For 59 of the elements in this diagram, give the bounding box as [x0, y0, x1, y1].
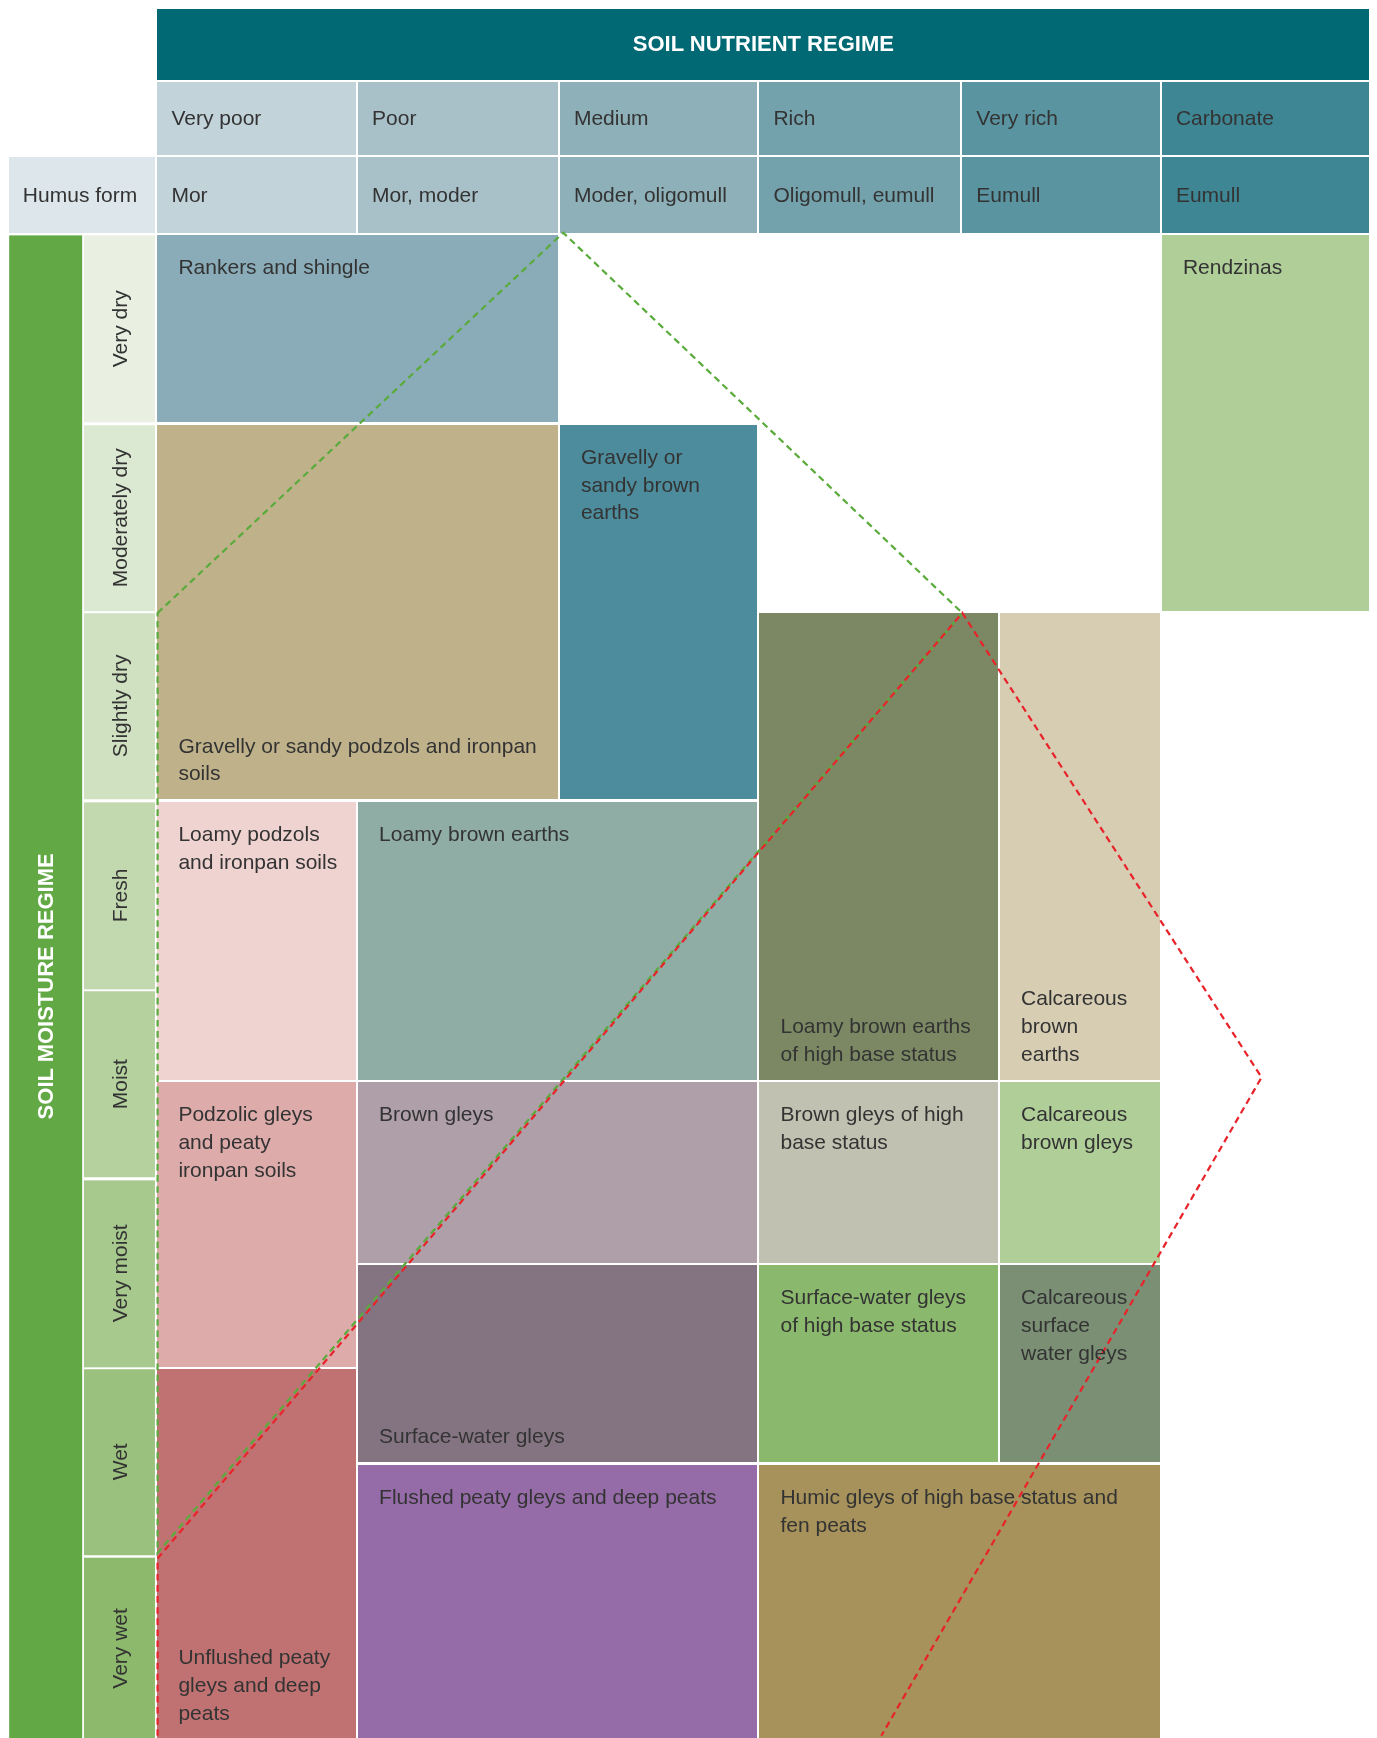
soil-zone-box [759, 1265, 998, 1463]
soil-type-label: Surface-water gleys [379, 1423, 566, 1450]
column-header: Very poor [157, 82, 356, 156]
soil-zone-box [759, 1464, 1160, 1738]
soil-type-label: Loamy brown earths [379, 820, 571, 847]
column-header: Moder, oligomull [559, 157, 758, 233]
soil-zone-box [157, 1082, 356, 1367]
row-header: Very moist [84, 1179, 156, 1367]
soil-zone-box [358, 801, 758, 1080]
soil-zone-box [157, 235, 558, 423]
row-header: Fresh [84, 801, 156, 989]
soil-zone-box [358, 1265, 758, 1463]
soil-type-label: Flushed peaty gleys and deep peats [379, 1483, 718, 1510]
column-header: Carbonate [1161, 82, 1370, 156]
soil-zone-box [157, 424, 558, 800]
column-header: Humus form [8, 157, 156, 233]
column-header: Very rich [962, 82, 1160, 156]
soil-zone-box [157, 1369, 356, 1738]
soil-zone-box [559, 424, 758, 800]
soil-zone-box [358, 1464, 758, 1738]
column-header: Eumull [962, 157, 1160, 233]
soil-zone-box [1000, 1082, 1160, 1263]
soil-type-label: Gravelly or sandy brown earths [580, 443, 701, 526]
axis-title-bar: SOIL MOISTURE REGIME [8, 235, 83, 1738]
soil-type-label: Humic gleys of high base status and fen peats [780, 1483, 1119, 1538]
column-header: Rich [759, 82, 961, 156]
column-header: Mor, moder [358, 157, 558, 233]
row-header: Moist [84, 991, 156, 1178]
soil-zone-box [157, 801, 356, 1080]
soil-type-label: Loamy brown earths of high base status [780, 1013, 972, 1067]
soil-type-label: Rendzinas [1182, 254, 1284, 281]
soil-type-label: Brown gleys of high base status [780, 1101, 965, 1155]
soil-type-label: Surface-water gleys of high base status [780, 1284, 968, 1338]
soil-type-label: Rankers and shingle [178, 254, 371, 281]
row-header: Moderately dry [84, 424, 156, 611]
column-header: Eumull [1161, 157, 1370, 233]
soil-zone-box [358, 1082, 758, 1263]
row-header: Slightly dry [84, 613, 156, 800]
column-header: Medium [559, 82, 758, 156]
soil-type-label: Calcareous brown gleys [1021, 1101, 1135, 1155]
soil-zone-box [1000, 613, 1160, 1080]
axis-title-bar: SOIL NUTRIENT REGIME [157, 8, 1370, 80]
soil-zone-box [1000, 1265, 1160, 1463]
row-header: Very wet [84, 1557, 156, 1738]
soil-type-label: Brown gleys [379, 1101, 495, 1128]
soil-type-label: Podzolic gleys and peaty ironpan soils [178, 1101, 314, 1183]
soil-zone-box [759, 1082, 998, 1263]
row-header: Wet [84, 1369, 156, 1556]
row-header: Very dry [84, 235, 156, 423]
column-header: Oligomull, eumull [759, 157, 961, 233]
soil-type-label: Unflushed peaty gleys and deep peats [178, 1643, 332, 1726]
soil-type-label: Loamy podzols and ironpan soils [178, 820, 338, 875]
soil-type-label: Calcareous brown earths [1021, 985, 1129, 1067]
soil-type-label: Calcareous surface water gleys [1021, 1284, 1129, 1366]
soil-type-label: Gravelly or sandy podzols and ironpan soils [178, 732, 538, 787]
soil-zone-box [759, 613, 998, 1080]
column-header: Poor [358, 82, 558, 156]
column-header: Mor [157, 157, 356, 233]
soil-zone-box [1161, 235, 1370, 611]
